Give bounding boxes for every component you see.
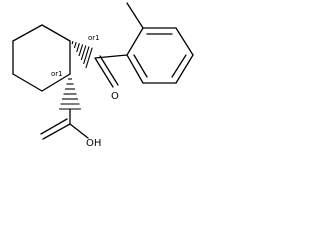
stereo-label-upper: or1 <box>88 34 100 42</box>
hashed-wedge-lower <box>59 78 81 110</box>
bond-methyl <box>126 2 144 29</box>
bond-ring-c1-c2 <box>41 24 71 42</box>
bond-ar-inner-3 <box>133 54 148 78</box>
bond-ar-3 <box>175 27 194 56</box>
bond-ring-c5-c6 <box>41 73 71 92</box>
bond-acid-co-a <box>42 123 71 140</box>
carboxylic-acid-group <box>40 109 89 140</box>
bond-ring-c4-c5 <box>12 73 43 92</box>
hydroxyl-label: OH <box>86 138 101 149</box>
bond-ar-6 <box>126 54 144 84</box>
bond-ar-inner-2 <box>171 54 187 78</box>
cyclohexane-ring <box>12 24 71 92</box>
ketone-group <box>94 54 128 88</box>
molecule-svg: or1 or1 O OH <box>12 2 194 149</box>
bond-acid-co-b <box>40 118 68 135</box>
benzene-ring <box>126 27 194 84</box>
bond-acid-c-oh <box>69 123 89 139</box>
bond-ketone-co-a <box>94 57 114 88</box>
stereo-label-lower: or1 <box>51 70 63 78</box>
bond-ketone-co-b <box>99 55 119 86</box>
bond-ar-4 <box>175 54 194 84</box>
bond-ar-1 <box>126 27 144 56</box>
carbonyl-oxygen-label: O <box>111 91 119 102</box>
hashed-wedge-upper <box>71 40 93 69</box>
bond-ring-c2-c3 <box>12 24 43 42</box>
